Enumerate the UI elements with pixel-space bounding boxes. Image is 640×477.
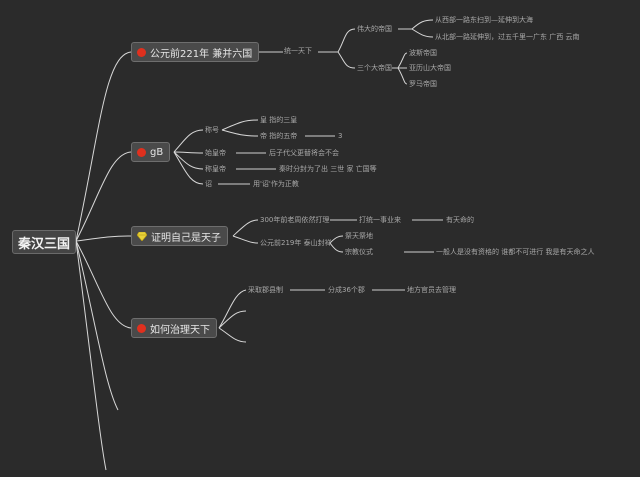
edge-root-empty-2 xyxy=(75,240,107,471)
branch-node-son-of-heaven[interactable]: 证明自己是天子 xyxy=(131,226,228,246)
leaf-empire-rome[interactable]: 罗马帝国 xyxy=(409,80,437,88)
branch-label: gB xyxy=(150,146,164,158)
leaf-yishi[interactable]: 打统一事业来 xyxy=(359,216,401,224)
leaf-three-empires[interactable]: 三个大帝国 xyxy=(357,64,392,72)
edge-root-b1 xyxy=(75,51,132,242)
leaf-zhen-desc[interactable]: 秦时分封为了出 三世 家 亡国等 xyxy=(279,165,377,173)
leaf-title[interactable]: 称号 xyxy=(205,126,219,134)
root-label: 秦汉三国 xyxy=(17,236,70,252)
edge-unify-great xyxy=(337,28,356,53)
leaf-three-hundred[interactable]: 300年前老周依然打理 xyxy=(260,216,330,224)
leaf-fengshan[interactable]: 公元前219年 泰山封禅 xyxy=(260,239,332,247)
leaf-empire-alexander[interactable]: 亚历山大帝国 xyxy=(409,64,451,72)
leaf-ritual-desc[interactable]: 一般人是没有资格的 谁都不可进行 我是有天命之人 xyxy=(436,248,595,256)
leaf-local[interactable]: 地方官员去管理 xyxy=(407,286,456,294)
branch-node-governance[interactable]: 如何治理天下 xyxy=(131,318,217,338)
branch-node-gb[interactable]: gB xyxy=(131,142,171,162)
leaf-great-qin[interactable]: 伟大的帝国 xyxy=(357,25,392,33)
branch-label: 证明自己是天子 xyxy=(151,232,221,244)
edge-root-b2 xyxy=(75,151,132,242)
leaf-fen[interactable]: 分成36个郡 xyxy=(328,286,365,294)
edge-root-b3 xyxy=(75,235,132,242)
leaf-shi[interactable]: 始皇帝 xyxy=(205,149,226,157)
edge-root-empty-1 xyxy=(75,240,119,411)
leaf-tianming[interactable]: 有天命的 xyxy=(446,216,474,224)
leaf-di[interactable]: 帝 指的五帝 xyxy=(260,132,298,140)
gem-icon xyxy=(136,231,148,241)
leaf-qi[interactable]: 3 xyxy=(338,132,343,140)
edge-root-b4 xyxy=(75,240,132,329)
leaf-shi-desc[interactable]: 后子代父更替将会不会 xyxy=(269,149,339,157)
leaf-zhen[interactable]: 称皇帝 xyxy=(205,165,226,173)
leaf-zhao[interactable]: 诏 xyxy=(205,180,212,188)
leaf-ritual[interactable]: 宗教仪式 xyxy=(345,248,373,256)
red-dot-icon xyxy=(137,147,146,157)
edge-unify-three xyxy=(337,51,356,69)
branch-label: 公元前221年 兼并六国 xyxy=(150,48,253,60)
leaf-junxian[interactable]: 采取郡县制 xyxy=(248,286,283,294)
leaf-sacrifice[interactable]: 祭天祭地 xyxy=(345,232,373,240)
leaf-west-east[interactable]: 从西部一路东扫到—延伸到大海 xyxy=(435,16,533,24)
red-dot-icon xyxy=(137,323,146,333)
branch-node-unification[interactable]: 公元前221年 兼并六国 xyxy=(131,42,260,62)
red-dot-icon xyxy=(137,47,146,57)
leaf-huang[interactable]: 皇 指的三皇 xyxy=(260,116,298,124)
root-node[interactable]: 秦汉三国 xyxy=(12,230,76,254)
leaf-zhao-desc[interactable]: 用'诏'作为正教 xyxy=(253,180,299,188)
leaf-unify[interactable]: 统一天下 xyxy=(284,47,312,55)
leaf-north-south[interactable]: 从北部一路延伸到，过五千里一广东 广西 云南 xyxy=(435,33,580,41)
branch-label: 如何治理天下 xyxy=(150,324,210,336)
leaf-empire-persia[interactable]: 波斯帝国 xyxy=(409,49,437,57)
